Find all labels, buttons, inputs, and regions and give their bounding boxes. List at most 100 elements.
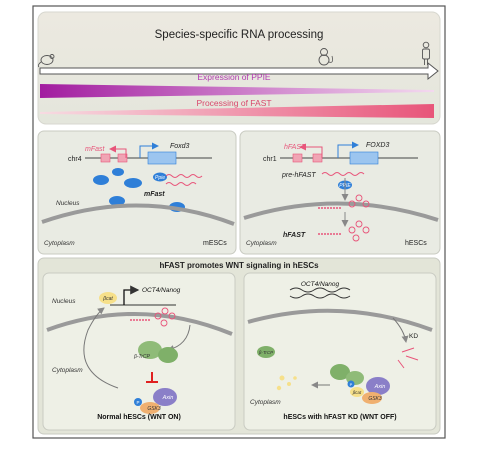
wnt-on-bcat-label: βcat: [102, 296, 113, 302]
human-foxd3-label: FOXD3: [366, 142, 389, 149]
wnt-off-cytoplasm-label: Cytoplasm: [250, 399, 281, 406]
target-dna-helix: [289, 287, 351, 293]
mouse-fast-transcript: [165, 174, 203, 178]
protein-blob: [93, 175, 109, 185]
btrcp-protein: [330, 364, 350, 380]
stem-loop: [161, 307, 169, 315]
wnt-off-axin-label: Axin: [374, 384, 386, 390]
stem-loop: [168, 312, 176, 320]
mouse-fast-tss-arrow: [109, 145, 127, 158]
human-fast-exon1: [292, 153, 303, 163]
wnt-off-gsk3-label: GSK3: [368, 396, 382, 402]
wnt-on-btrcp-label: β-TrCP: [133, 354, 150, 360]
degraded-bcat: [293, 376, 297, 380]
ppie-label: Expression of PPIE: [197, 72, 271, 82]
wnt-off-nuclear-envelope: [247, 308, 433, 332]
mouse-panel: chr4 mFast Foxd3 Ppie mFast Nucleus Cyto…: [37, 130, 237, 255]
wnt-off-bcat-label: βcat: [352, 390, 362, 395]
degraded-hfast: [397, 347, 419, 369]
stem-loop: [362, 226, 370, 234]
wnt-off-kd-label: KD: [409, 333, 418, 340]
stem-loop: [348, 226, 356, 234]
wnt-on-cytoplasm-label: Cytoplasm: [52, 367, 83, 374]
mouse-fast-transcript-2: [165, 182, 197, 186]
mouse-nuclear-envelope: [41, 203, 235, 226]
human-panel-bg: [239, 130, 441, 255]
ppie-wedge: [40, 84, 434, 98]
target-dna-helix: [289, 293, 351, 299]
mouse-chr-label: chr4: [68, 156, 82, 163]
stem-loop: [160, 319, 168, 327]
human-fast-tss-arrow: [299, 143, 323, 158]
wnt-on-caption: Normal hESCs (WNT ON): [97, 414, 181, 421]
transcription-arrow: [123, 285, 140, 305]
monkey-icon: [318, 48, 333, 66]
wnt-on-target-label: OCT4/Nanog: [142, 287, 181, 294]
stem-loop: [352, 234, 360, 242]
stem-loop: [348, 200, 356, 208]
protein-blob: [112, 168, 124, 176]
mouse-fast-gene-label: mFast: [85, 146, 106, 153]
human-fast-exon2: [312, 153, 323, 163]
pre-hfast-label: pre-hFAST: [281, 172, 316, 179]
mouse-foxd3-gene: [147, 151, 177, 165]
mescs-label: mESCs: [203, 240, 227, 247]
human-foxd3-tss-arrow: [337, 141, 359, 158]
mouse-foxd3-label: Foxd3: [170, 143, 190, 150]
wnt-header: hFAST promotes WNT signaling in hESCs: [159, 261, 319, 270]
protein-blob: [109, 196, 125, 206]
wnt-section: hFAST promotes WNT signaling in hESCs Nu…: [37, 257, 441, 435]
mouse-panel-bg: [37, 130, 237, 255]
human-panel: chr1 hFAST FOXD3 pre-hFAST PPIE hFAST Cy…: [239, 130, 441, 255]
btrcp-protein: [257, 346, 275, 358]
stem-loop: [362, 200, 370, 208]
phosphate: [134, 398, 142, 406]
inhibition-bar: [146, 372, 158, 383]
btrcp-protein: [158, 347, 178, 363]
wnt-on-nuclear-envelope: [46, 312, 233, 336]
wnt-off-caption: hESCs with hFAST KD (WNT OFF): [283, 414, 396, 421]
mouse-ppie-label: Ppie: [155, 175, 165, 181]
wnt-on-phosphate-label: P: [136, 400, 139, 405]
fast-label: Processing of FAST: [196, 98, 271, 108]
wnt-on-gsk3-label: GSK3: [147, 406, 161, 412]
wnt-off-phosphate-label: P: [350, 382, 353, 387]
gsk3-protein: [140, 402, 160, 414]
kd-arrow: [392, 317, 409, 343]
top-panel: Species-specific RNA processing Expressi…: [37, 11, 441, 125]
human-cytoplasm-label: Cytoplasm: [246, 240, 277, 247]
human-foxd3-gene: [349, 151, 379, 165]
mouse-icon: [37, 54, 55, 68]
btrcp-protein: [138, 341, 162, 359]
mouse-fast-exon2: [117, 153, 128, 163]
human-fast-gene-label: hFAST: [284, 144, 306, 151]
human-nuclear-envelope: [243, 201, 439, 222]
hescs-label: hESCs: [405, 240, 427, 247]
abstract-title: Species-specific RNA processing: [155, 29, 324, 41]
fast-wedge: [40, 104, 434, 118]
mouse-fast-transcript-label: mFast: [144, 191, 165, 198]
ppie-protein: [153, 172, 167, 182]
phosphate: [347, 380, 355, 388]
stem-loop: [154, 312, 162, 320]
stem-loop: [355, 220, 363, 228]
wnt-on-axin-label: Axin: [162, 395, 174, 401]
hfast-label: hFAST: [283, 232, 306, 239]
bcat-nuclear-import-arrow: [83, 307, 119, 389]
mouse-fast-exon1: [100, 153, 111, 163]
bcat-nuclear: [99, 292, 117, 304]
degraded-bcat: [276, 385, 282, 391]
degraded-bcat: [287, 382, 291, 386]
axin-protein: [366, 377, 390, 395]
protein-blob: [124, 178, 142, 188]
human-chr-label: chr1: [263, 156, 277, 163]
mouse-cytoplasm-label: Cytoplasm: [44, 240, 75, 247]
wnt-on-nucleus-label: Nucleus: [52, 298, 76, 305]
axin-protein: [153, 388, 177, 406]
pre-hfast-transcript: [321, 172, 365, 176]
evolution-arrow: [39, 61, 439, 81]
degraded-bcat: [279, 375, 285, 381]
stem-loop: [355, 194, 363, 202]
wnt-off-target-label: OCT4/Nanog: [301, 281, 340, 288]
